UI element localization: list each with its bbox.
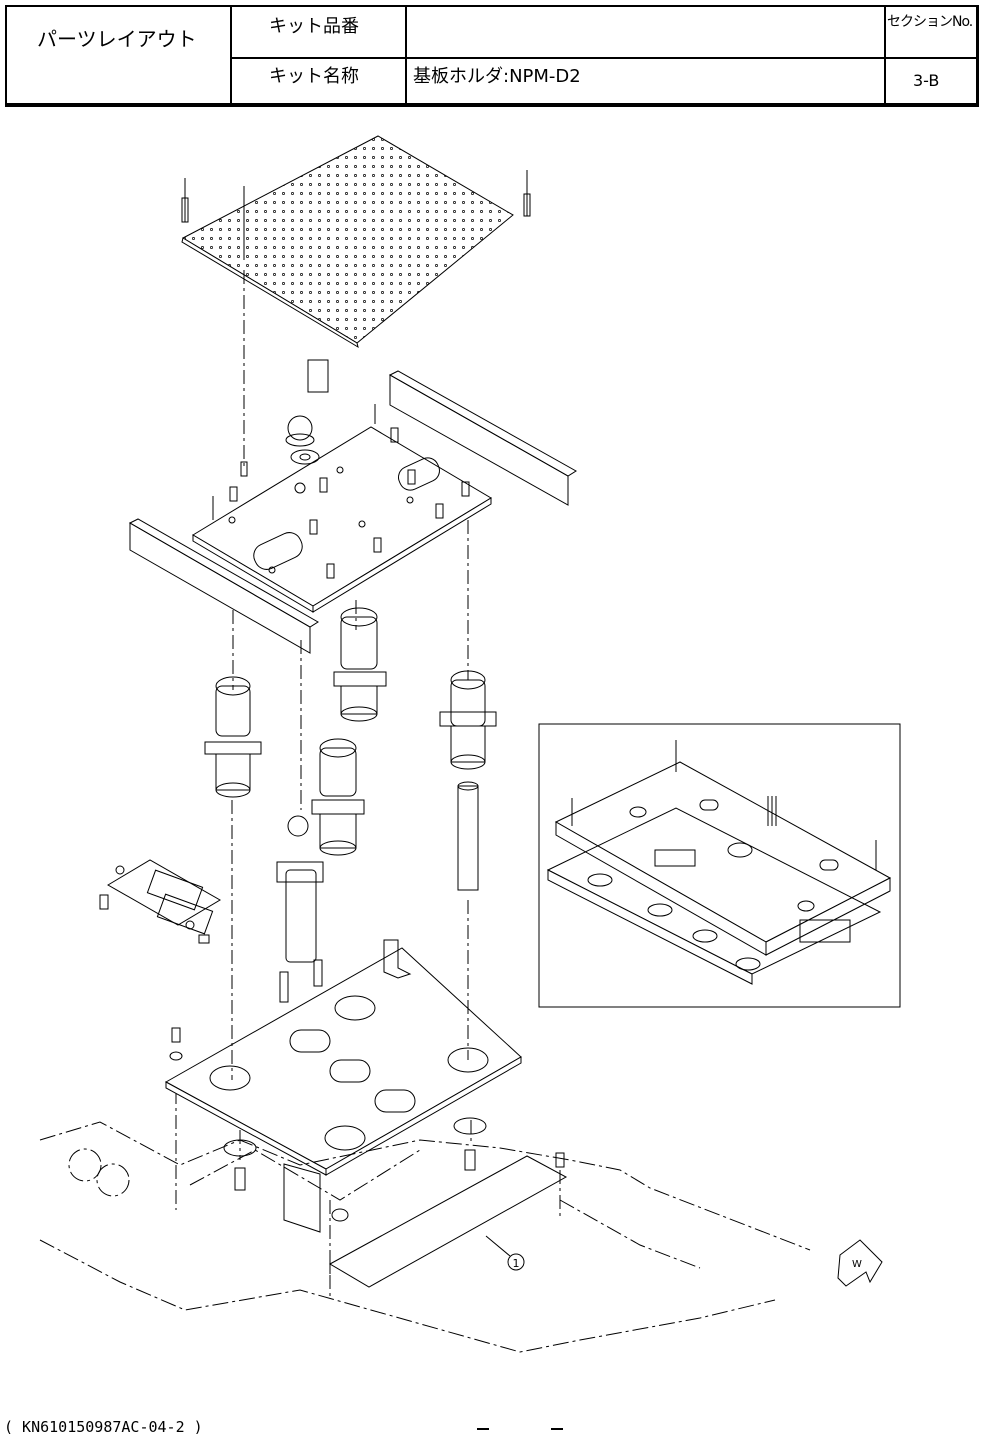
side-rail [130, 371, 576, 653]
kit-name-value: 基板ホルダ:NPM-D2 [413, 62, 581, 88]
valve-manifold [100, 860, 220, 943]
machine-base [40, 1122, 810, 1352]
fasteners [213, 360, 469, 578]
direction-label: W [852, 1259, 862, 1270]
section-value: 3-B [913, 71, 939, 90]
callout-number: 1 [513, 1257, 520, 1270]
kit-number-label: キット品番 [269, 12, 359, 38]
page-dash-left [477, 1428, 489, 1430]
air-cylinder [205, 608, 496, 962]
backup-pin-plate [182, 136, 530, 347]
title-block: パーツレイアウト キット品番 キット名称 基板ホルダ:NPM-D2 セクションN… [5, 5, 979, 107]
kit-name-label: キット名称 [269, 62, 359, 88]
upper-plate [193, 427, 491, 612]
document-code: ( KN610150987AC-04-2 ) [4, 1418, 203, 1436]
divider [230, 57, 885, 59]
section-label: セクションNo. [887, 11, 972, 31]
exploded-assembly-drawing: 1 W [0, 110, 983, 1410]
cover-sheet [330, 1156, 566, 1287]
callout-leader [486, 1236, 510, 1256]
bracket [170, 940, 564, 1232]
doc-title: パーツレイアウト [37, 23, 197, 52]
page-dash-right [551, 1428, 563, 1430]
divider [884, 57, 979, 59]
assembled-inset-view [539, 724, 900, 1007]
